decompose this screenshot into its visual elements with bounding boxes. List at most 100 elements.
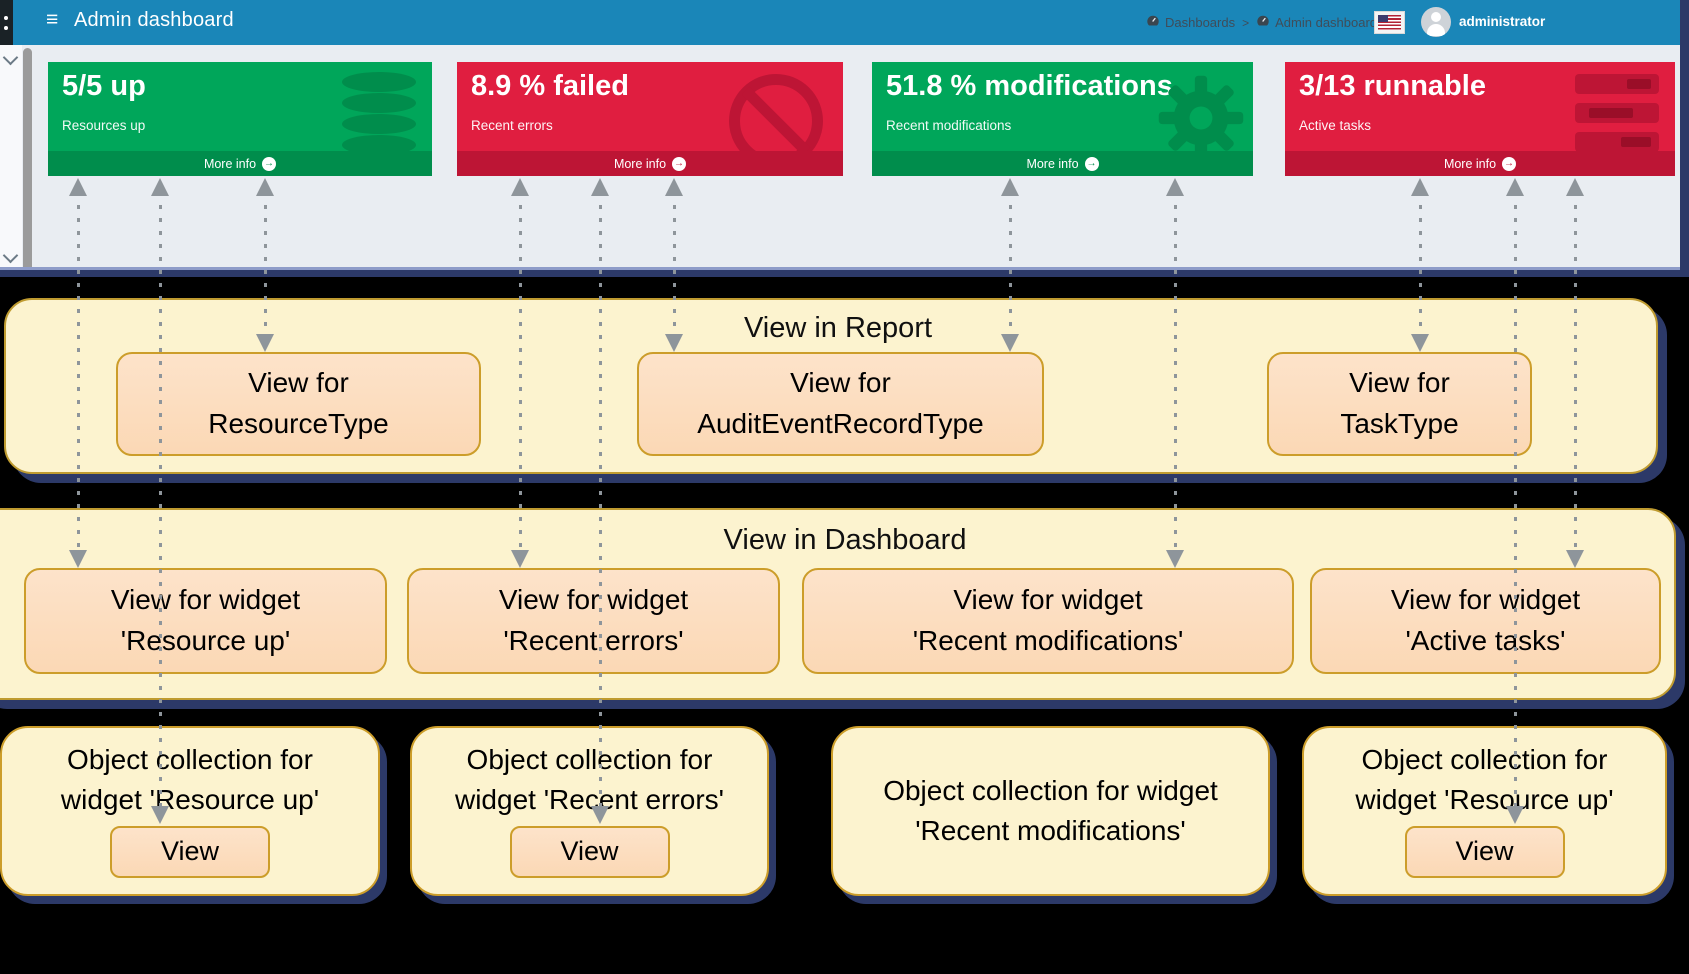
infobox-value: 8.9 % failed (471, 70, 629, 102)
collection-label: Object collection for widget 'Recent mod… (883, 775, 1218, 846)
panel-title: View in Report (743, 312, 933, 344)
view-button[interactable]: View (1404, 825, 1565, 878)
more-info-label: More info (1026, 156, 1079, 171)
more-info-link[interactable]: More info → (48, 151, 432, 176)
infobox-label: Recent modifications (886, 118, 1012, 133)
connector-line (599, 192, 602, 810)
dashboard-view-recent-modifications: View for widget 'Recent modifications' (802, 568, 1294, 674)
collection-recent-modifications: Object collection for widget 'Recent mod… (831, 726, 1270, 896)
infobox-recent-errors: 8.9 % failed Recent errors More info → (457, 62, 843, 176)
arrowhead-down-icon (1411, 334, 1429, 352)
connector-line (1574, 192, 1577, 554)
infobox-label: Recent errors (471, 118, 553, 133)
window-edge (0, 267, 1689, 270)
user-avatar[interactable] (1421, 7, 1451, 37)
report-view-auditeventrecordtype: View for AuditEventRecordType (637, 352, 1044, 456)
breadcrumb-item-admin-dashboard[interactable]: Admin dashboard (1256, 14, 1377, 31)
infobox-label: Resources up (62, 118, 146, 133)
connector-line (1174, 192, 1177, 554)
tasks-icon (1575, 74, 1659, 161)
arrowhead-up-icon (256, 178, 274, 196)
breadcrumb-separator: > (1242, 15, 1250, 30)
arrowhead-up-icon (1506, 178, 1524, 196)
connector-line (159, 192, 162, 810)
view-button[interactable]: View (509, 825, 670, 878)
gear-icon (1157, 74, 1245, 167)
report-view-resourcetype: View for ResourceType (116, 352, 481, 456)
arrow-circle-right-icon: → (1084, 156, 1099, 171)
connector-line (1419, 192, 1422, 336)
infobox-recent-modifications: 51.8 % modifications Recent modification… (872, 62, 1253, 176)
arrowhead-down-icon (151, 806, 169, 824)
dashboard-view-recent-errors: View for widget 'Recent errors' (407, 568, 780, 674)
more-info-label: More info (1443, 156, 1497, 171)
arrowhead-up-icon (511, 178, 529, 196)
connector-line (1514, 192, 1517, 810)
language-flag-icon[interactable] (1378, 15, 1401, 30)
connector-line (77, 192, 80, 554)
more-info-link[interactable]: More info → (457, 151, 843, 176)
arrowhead-down-icon (256, 334, 274, 352)
report-view-tasktype: View for TaskType (1267, 352, 1532, 456)
breadcrumb: Dashboards > Admin dashboard (1146, 14, 1377, 31)
collection-resource-up: Object collection for widget 'Resource u… (0, 726, 380, 896)
page-title: Admin dashboard (74, 9, 234, 31)
collection-label: Object collection for widget 'Resource u… (1355, 744, 1614, 815)
collection-label: Object collection for widget 'Recent err… (454, 744, 725, 815)
arrowhead-up-icon (1566, 178, 1584, 196)
arrowhead-down-icon (1166, 550, 1184, 568)
username[interactable]: administrator (1459, 14, 1546, 29)
more-info-link[interactable]: More info → (1285, 151, 1675, 176)
breadcrumb-label: Dashboards (1165, 15, 1236, 30)
arrowhead-down-icon (511, 550, 529, 568)
hamburger-menu-icon[interactable]: ≡ (46, 8, 59, 31)
connector-line (519, 192, 522, 554)
more-info-label: More info (613, 156, 667, 171)
arrowhead-down-icon (591, 806, 609, 824)
arrowhead-down-icon (1566, 550, 1584, 568)
arrowhead-up-icon (151, 178, 169, 196)
arrowhead-up-icon (1411, 178, 1429, 196)
breadcrumb-label: Admin dashboard (1275, 15, 1378, 30)
collection-label: Object collection for widget 'Resource u… (60, 744, 320, 815)
more-info-link[interactable]: More info → (872, 151, 1253, 176)
dashboard-view-active-tasks: View for widget 'Active tasks' (1310, 568, 1661, 674)
collection-resource-up-2: Object collection for widget 'Resource u… (1302, 726, 1667, 896)
collection-recent-errors: Object collection for widget 'Recent err… (410, 726, 769, 896)
arrow-circle-right-icon: → (262, 156, 277, 171)
view-button[interactable]: View (110, 825, 270, 878)
connector-line (673, 192, 676, 336)
infobox-value: 51.8 % modifications (886, 70, 1173, 102)
connector-line (1009, 192, 1012, 336)
more-info-label: More info (203, 156, 257, 171)
arrowhead-up-icon (69, 178, 87, 196)
top-navbar: ≡ Admin dashboard Dashboards > Admin das… (0, 0, 1689, 45)
arrowhead-up-icon (1001, 178, 1019, 196)
infobox-value: 5/5 up (62, 70, 146, 102)
arrowhead-up-icon (1166, 178, 1184, 196)
arrowhead-up-icon (591, 178, 609, 196)
breadcrumb-item-dashboards[interactable]: Dashboards (1146, 14, 1235, 31)
dashboard-icon (1146, 14, 1160, 31)
panel-title: View in Dashboard (723, 524, 967, 556)
arrowhead-down-icon (1001, 334, 1019, 352)
sidebar-edge (0, 0, 13, 45)
database-icon (342, 72, 416, 155)
collapsed-sidebar (0, 45, 22, 277)
dot-icon (4, 16, 8, 20)
vertical-scrollbar[interactable] (23, 48, 32, 277)
arrowhead-down-icon (69, 550, 87, 568)
dot-icon (4, 26, 8, 30)
infobox-resources-up: 5/5 up Resources up More info → (48, 62, 432, 176)
arrowhead-up-icon (665, 178, 683, 196)
arrowhead-down-icon (665, 334, 683, 352)
window-edge (0, 270, 1689, 277)
dashboard-icon (1256, 14, 1270, 31)
connector-line (264, 192, 267, 336)
arrow-circle-right-icon: → (672, 156, 687, 171)
infobox-active-tasks: 3/13 runnable Active tasks More info → (1285, 62, 1675, 176)
window-edge (1680, 0, 1689, 277)
infobox-label: Active tasks (1299, 118, 1372, 133)
admin-dashboard-screenshot: ≡ Admin dashboard Dashboards > Admin das… (0, 0, 1689, 277)
